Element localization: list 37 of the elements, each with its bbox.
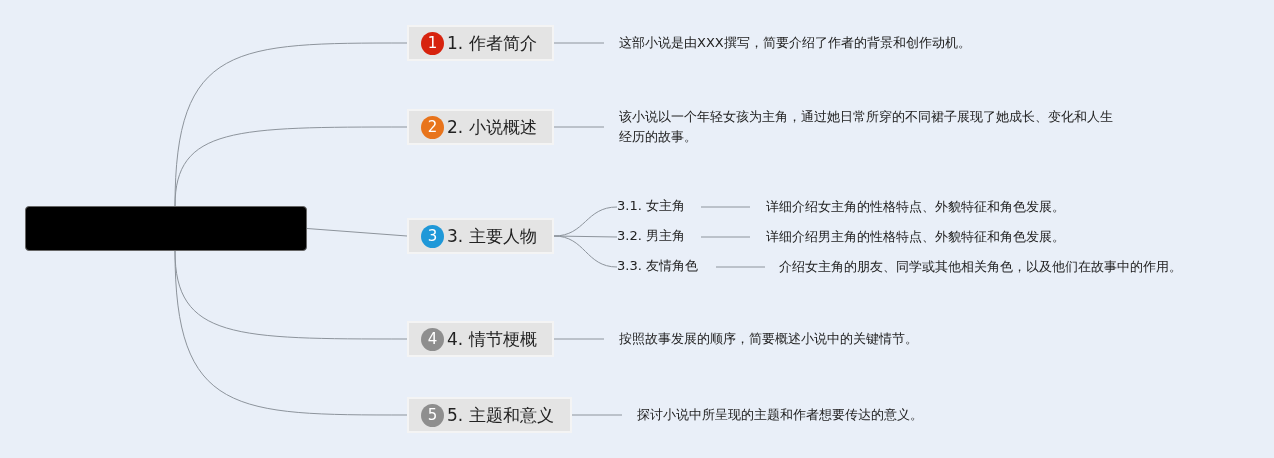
branch-line <box>700 206 751 208</box>
description-text: 详细介绍男主角的性格特点、外貌特征和角色发展。 <box>750 227 1130 247</box>
description-text: 按照故事发展的顺序，简要概述小说中的关键情节。 <box>604 329 1044 349</box>
branch-line <box>174 126 408 207</box>
branch-line <box>174 250 408 416</box>
description-text: 这部小说是由XXX撰写，简要介绍了作者的背景和创作动机。 <box>604 33 1164 53</box>
branch-line <box>571 414 623 416</box>
title-box <box>25 206 307 251</box>
description-text: 介绍女主角的朋友、同学或其他相关角色，以及他们在故事中的作用。 <box>765 257 1245 277</box>
topic-box <box>407 321 554 357</box>
number-badge: 3 <box>421 224 444 248</box>
number-badge: 1 <box>421 31 444 55</box>
topic-box <box>407 25 554 61</box>
subtopic-label: 3.2. 男主角 <box>617 227 701 247</box>
number-badge: 2 <box>421 115 444 139</box>
subtopic-label: 3.3. 友情角色 <box>617 257 716 277</box>
description-text: 详细介绍女主角的性格特点、外貌特征和角色发展。 <box>750 197 1130 217</box>
branch-line <box>553 126 605 128</box>
number-badge: 4 <box>421 327 444 351</box>
topic-label: 2. 小说概述 <box>447 115 537 139</box>
subtopic-label: 3.1. 女主角 <box>617 197 701 217</box>
branch-line <box>715 266 766 268</box>
topic-box <box>407 109 554 145</box>
topic-box <box>407 218 554 254</box>
branch-line <box>553 235 618 268</box>
branch-line <box>553 42 605 44</box>
description-text: 探讨小说中所呈现的主题和作者想要传达的意义。 <box>622 405 1062 425</box>
description-text: 该小说以一个年轻女孩为主角，通过她日常所穿的不同裙子展现了她成长、变化和人生经历的故事。 <box>604 107 1124 147</box>
branch-line <box>553 338 605 340</box>
topic-label: 3. 主要人物 <box>447 224 537 248</box>
topic-label: 5. 主题和意义 <box>447 403 554 427</box>
topic-label: 1. 作者简介 <box>447 31 537 55</box>
topic-label: 4. 情节梗概 <box>447 327 537 351</box>
topic-box <box>407 397 572 433</box>
number-badge: 5 <box>421 403 444 427</box>
branch-line <box>700 236 751 238</box>
branch-line <box>306 228 408 237</box>
